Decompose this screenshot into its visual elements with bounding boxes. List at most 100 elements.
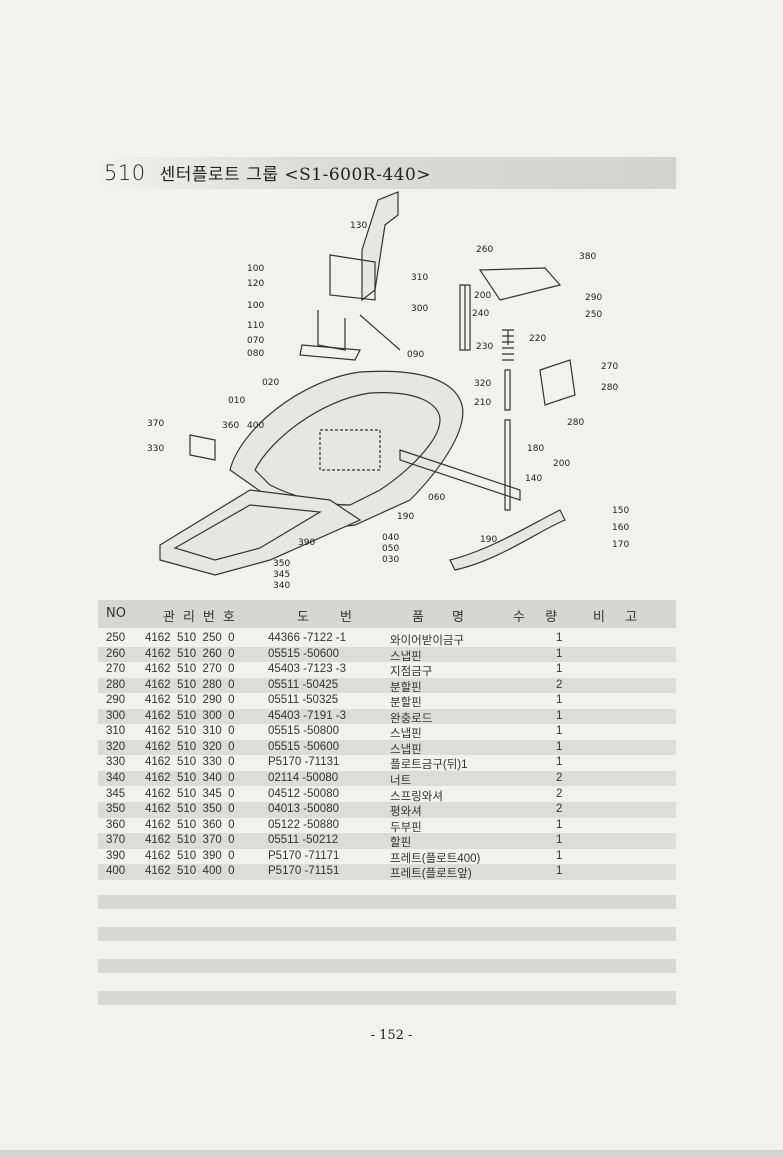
- callout-label: 340: [273, 581, 290, 591]
- drawing-number: P5170 -71131: [268, 756, 340, 769]
- empty-row: [98, 895, 676, 909]
- drawing-number: P5170 -71171: [268, 849, 340, 862]
- callout-label: 400: [247, 421, 264, 431]
- part-no: 320: [106, 740, 126, 753]
- part-no: 330: [106, 756, 126, 769]
- quantity: 1: [556, 818, 563, 831]
- parts-diagram: 130 100 120 100 110 070 080 090 020 010 …: [147, 191, 629, 591]
- quantity: 1: [556, 865, 563, 878]
- header-qty: 수 량: [513, 610, 566, 625]
- callout-label: 150: [612, 506, 629, 516]
- mgmt-number: 4162 510 300 0: [145, 709, 235, 722]
- mgmt-number: 4162 510 320 0: [145, 740, 235, 753]
- quantity: 1: [556, 849, 563, 862]
- drawing-number: 05511 -50325: [268, 694, 339, 707]
- callout-label: 030: [382, 555, 399, 565]
- callout-label: 160: [612, 523, 629, 533]
- mgmt-number: 4162 510 370 0: [145, 834, 235, 847]
- callout-label: 040: [382, 533, 399, 543]
- mgmt-number: 4162 510 350 0: [145, 803, 235, 816]
- drawing-number: 05511 -50212: [268, 834, 339, 847]
- part-no: 345: [106, 787, 126, 800]
- callout-label: 240: [472, 309, 489, 319]
- callout-label: 010: [228, 396, 245, 406]
- callout-label: 130: [350, 221, 367, 231]
- table-header: [98, 600, 676, 628]
- mgmt-number: 4162 510 290 0: [145, 694, 235, 707]
- callout-label: 330: [147, 444, 164, 454]
- drawing-number: 05511 -50425: [268, 678, 339, 691]
- drawing-number: 05515 -50800: [268, 725, 339, 738]
- quantity: 2: [556, 787, 563, 800]
- header-drawing-b: 번: [340, 610, 360, 625]
- callout-label: 250: [585, 310, 602, 320]
- table-row: 270 4162 510 270 0 45403 -7123 -3 지점금구 1: [98, 662, 676, 678]
- callout-label: 050: [382, 544, 399, 554]
- table-row: 260 4162 510 260 0 05515 -50600 스냅핀 1: [98, 646, 676, 663]
- empty-row: [98, 927, 676, 941]
- section-title: 센터플로트 그룹 <S1-600R-440>: [159, 165, 432, 185]
- part-no: 350: [106, 803, 126, 816]
- mgmt-number: 4162 510 390 0: [145, 849, 235, 862]
- part-name: 분할핀: [390, 681, 422, 694]
- part-no: 310: [106, 725, 126, 738]
- callout-label: 270: [601, 362, 618, 372]
- drawing-number: 05515 -50600: [268, 647, 339, 660]
- callout-label: 370: [147, 419, 164, 429]
- mgmt-number: 4162 510 345 0: [145, 787, 235, 800]
- part-name: 프레트(플로트앞): [390, 868, 472, 881]
- callout-label: 090: [407, 350, 424, 360]
- mgmt-number: 4162 510 310 0: [145, 725, 235, 738]
- page-number: - 152 -: [370, 1028, 413, 1043]
- callout-label: 210: [474, 398, 491, 408]
- mgmt-number: 4162 510 280 0: [145, 678, 235, 691]
- mgmt-number: 4162 510 270 0: [145, 663, 235, 676]
- header-no: NO: [106, 606, 126, 621]
- drawing-number: 45403 -7123 -3: [268, 663, 347, 676]
- part-no: 260: [106, 647, 126, 660]
- part-name: 스냅핀: [390, 743, 422, 756]
- part-name: 와이어받이금구: [390, 635, 465, 647]
- callout-label: 290: [585, 293, 602, 303]
- callout-label: 180: [527, 444, 544, 454]
- quantity: 1: [556, 632, 563, 644]
- header-name-b: 명: [452, 610, 472, 625]
- part-no: 370: [106, 834, 126, 847]
- part-name: 완충로드: [390, 712, 433, 725]
- callout-label: 390: [298, 538, 315, 548]
- callout-label: 345: [273, 570, 290, 580]
- mgmt-number: 4162 510 260 0: [145, 647, 235, 660]
- drawing-number: 05515 -50600: [268, 740, 339, 753]
- part-name: 스냅핀: [390, 650, 422, 663]
- callout-label: 020: [262, 378, 279, 388]
- callout-label: 170: [612, 540, 629, 550]
- part-no: 400: [106, 865, 126, 878]
- callout-label: 320: [474, 379, 491, 389]
- part-name: 플로트금구(뒤)1: [390, 759, 468, 772]
- quantity: 1: [556, 647, 563, 660]
- callout-label: 080: [247, 349, 264, 359]
- header-name-a: 품: [412, 610, 432, 625]
- title-band: [98, 157, 676, 189]
- part-no: 390: [106, 849, 126, 862]
- callout-label: 190: [480, 535, 497, 545]
- callout-label: 310: [411, 273, 428, 283]
- part-name: 스냅핀: [390, 728, 422, 741]
- part-name: 두부핀: [390, 821, 422, 834]
- quantity: 1: [556, 663, 563, 676]
- part-name: 지점금구: [390, 666, 433, 679]
- part-no: 270: [106, 663, 126, 676]
- callout-label: 380: [579, 252, 596, 262]
- part-name: 할핀: [390, 837, 412, 850]
- header-mgmt-number: 관리번호: [163, 610, 243, 625]
